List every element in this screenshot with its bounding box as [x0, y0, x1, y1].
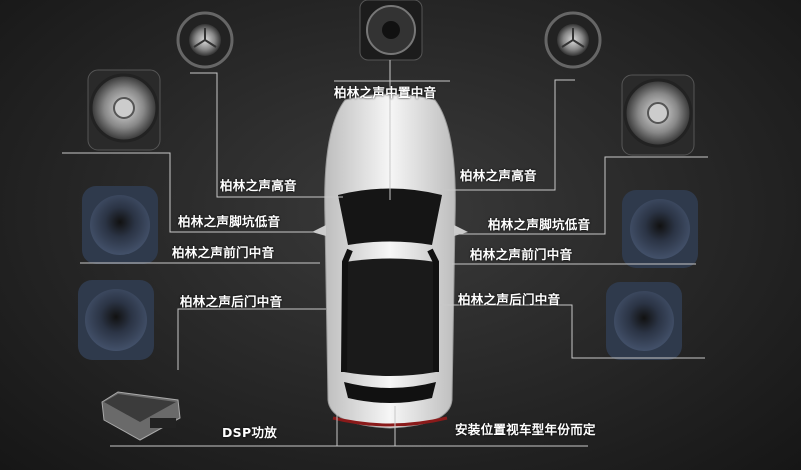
- rear-door-mid-right-image: [606, 282, 682, 360]
- rear-door-mid-left-image: [78, 280, 154, 360]
- label-center-mid: 柏林之声中置中音: [334, 85, 437, 100]
- center-mid-image: [359, 0, 423, 61]
- label-install-note: 安装位置视车型年份而定: [455, 422, 596, 437]
- label-front-door-left: 柏林之声前门中音: [172, 245, 275, 260]
- label-front-door-right: 柏林之声前门中音: [470, 247, 573, 262]
- label-tweeter-left: 柏林之声高音: [220, 178, 297, 193]
- front-door-mid-left-image: [82, 186, 158, 264]
- front-door-mid-right-image: [622, 190, 698, 268]
- label-footwell-right: 柏林之声脚坑低音: [488, 217, 591, 232]
- leader-lines: [62, 60, 708, 447]
- footwell-woofer-right-image: [621, 74, 695, 156]
- label-dsp: DSP功放: [222, 425, 278, 440]
- label-rear-door-right: 柏林之声后门中音: [458, 292, 561, 307]
- label-rear-door-left: 柏林之声后门中音: [180, 294, 283, 309]
- label-footwell-left: 柏林之声脚坑低音: [178, 214, 281, 229]
- dsp-amplifier-image: [101, 391, 181, 441]
- car-top-view: [312, 93, 468, 429]
- tweeter-right-image: [544, 11, 602, 69]
- tweeter-left-image: [176, 11, 234, 69]
- footwell-woofer-left-image: [87, 69, 161, 151]
- label-tweeter-right: 柏林之声高音: [460, 168, 537, 183]
